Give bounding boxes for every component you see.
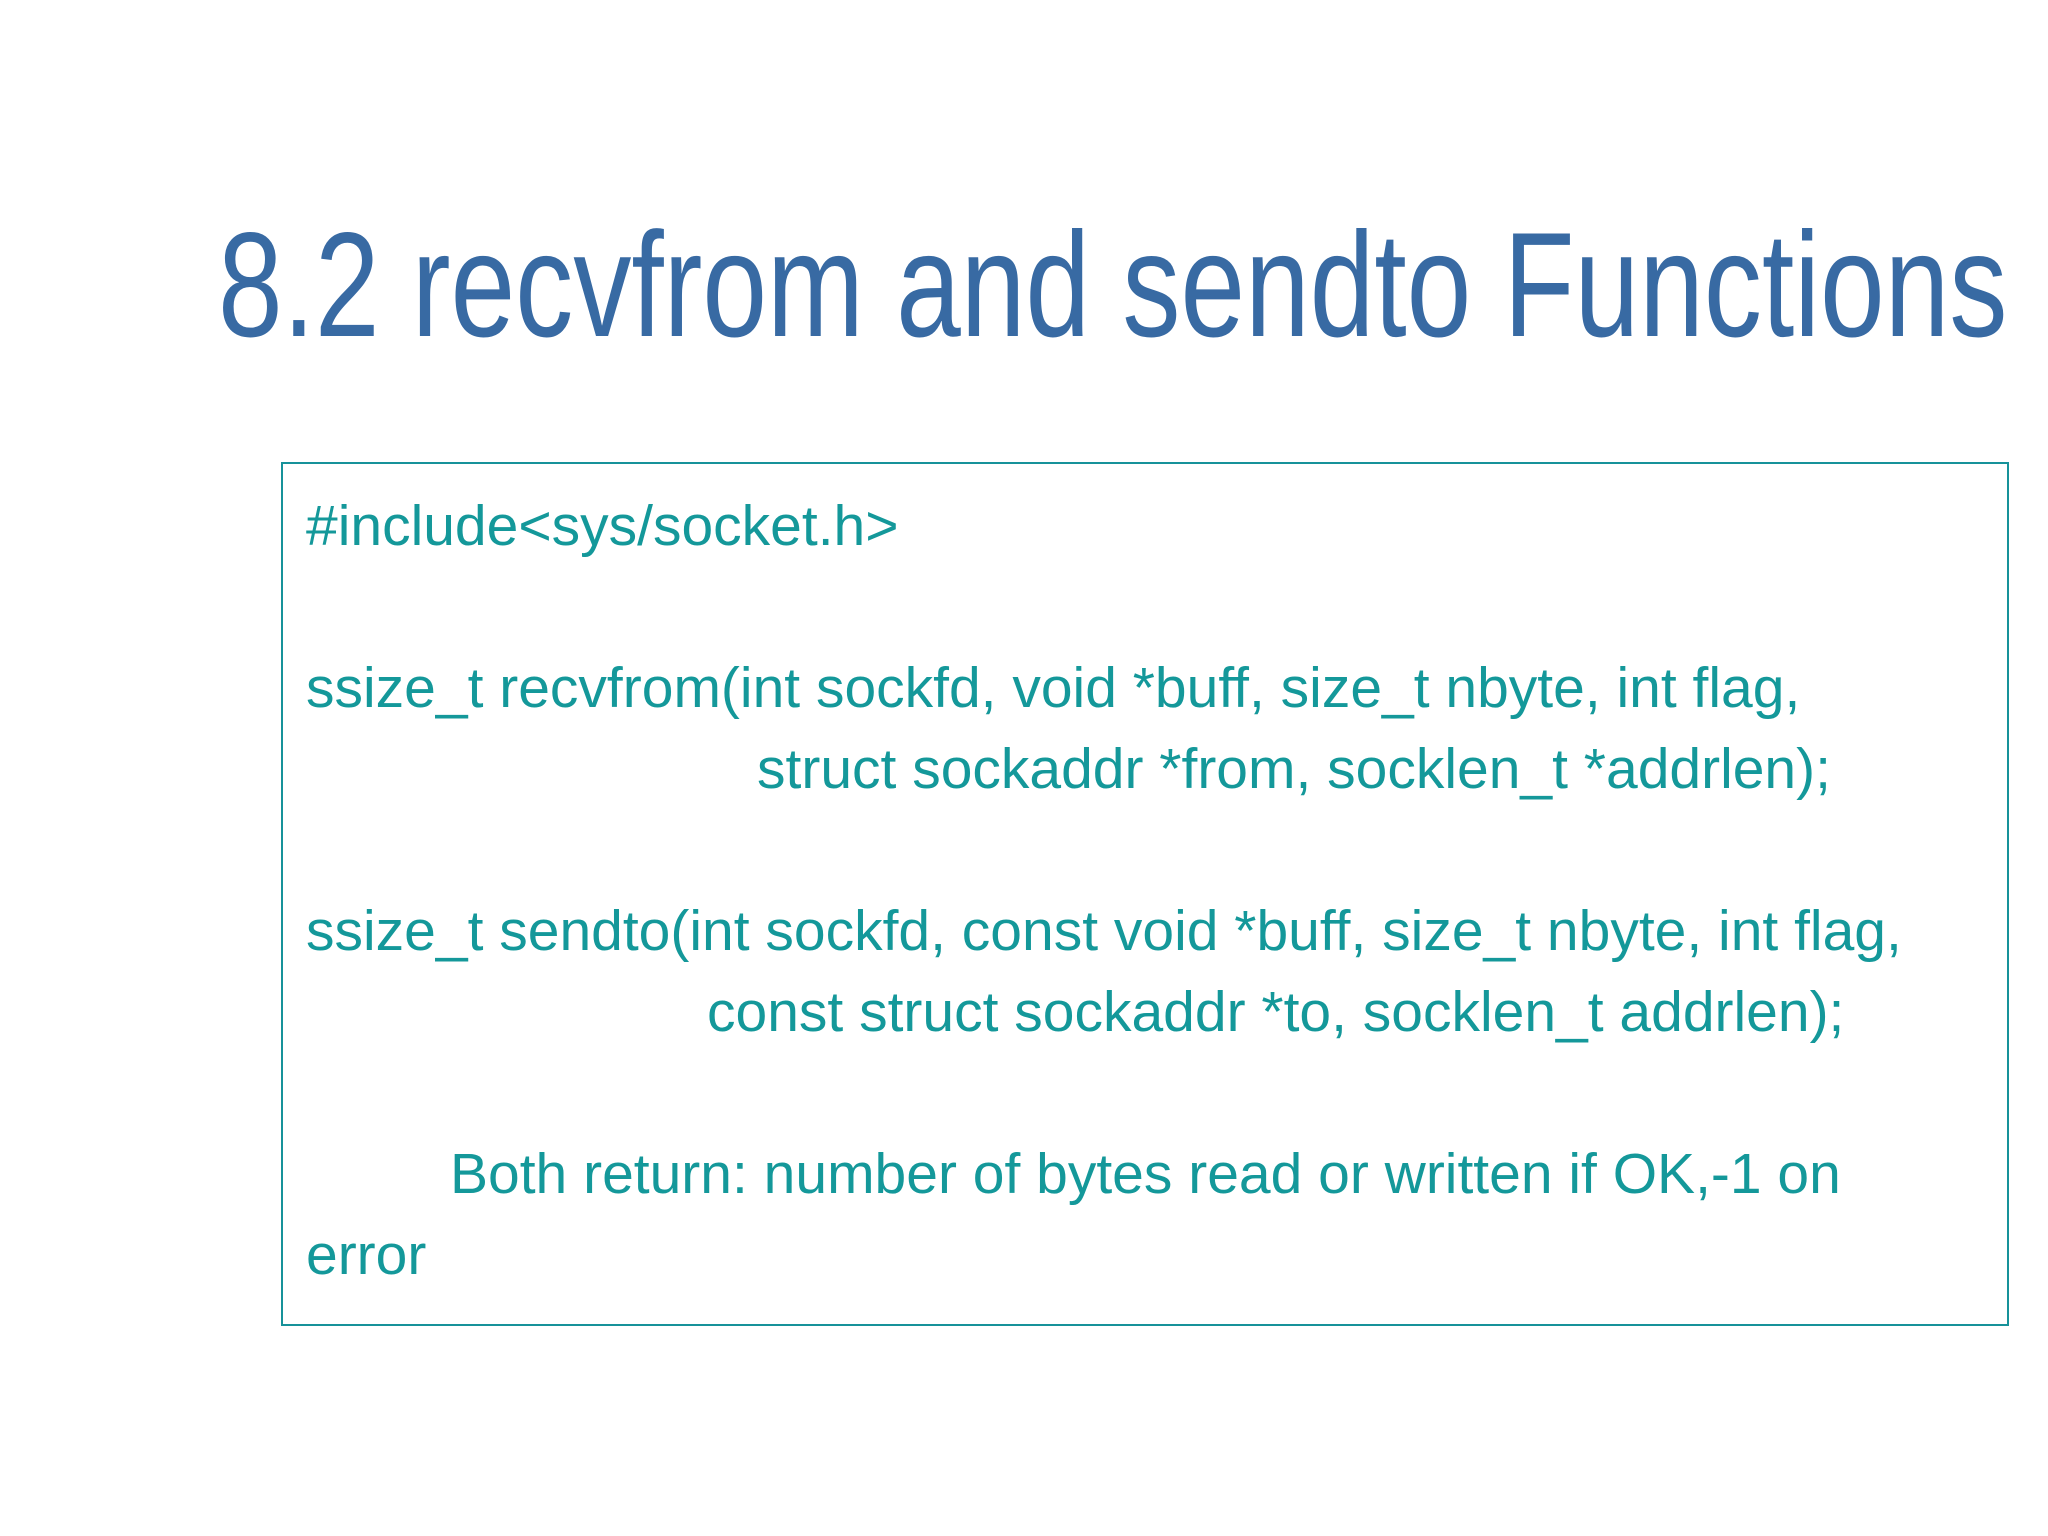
code-line-sendto-signature: ssize_t sendto(int sockfd, const void *b… — [306, 899, 1902, 963]
code-line-sendto-continuation: const struct sockaddr *to, socklen_t add… — [707, 980, 1845, 1044]
code-text-block: #include<sys/socket.h> ssize_t recvfrom(… — [306, 486, 1999, 1296]
code-line-recvfrom-continuation: struct sockaddr *from, socklen_t *addrle… — [757, 737, 1831, 801]
code-line-return-note-wrap: error — [306, 1223, 427, 1287]
code-line-blank — [306, 1053, 1999, 1134]
slide-title: 8.2 recvfrom and sendto Functions — [218, 201, 2008, 368]
code-line-return-note: Both return: number of bytes read or wri… — [450, 1142, 1841, 1206]
code-line-recvfrom-signature: ssize_t recvfrom(int sockfd, void *buff,… — [306, 656, 1801, 720]
code-line-blank — [306, 810, 1999, 891]
code-line-blank — [306, 567, 1999, 648]
code-box: #include<sys/socket.h> ssize_t recvfrom(… — [281, 462, 2009, 1326]
code-line-include: #include<sys/socket.h> — [306, 494, 899, 558]
